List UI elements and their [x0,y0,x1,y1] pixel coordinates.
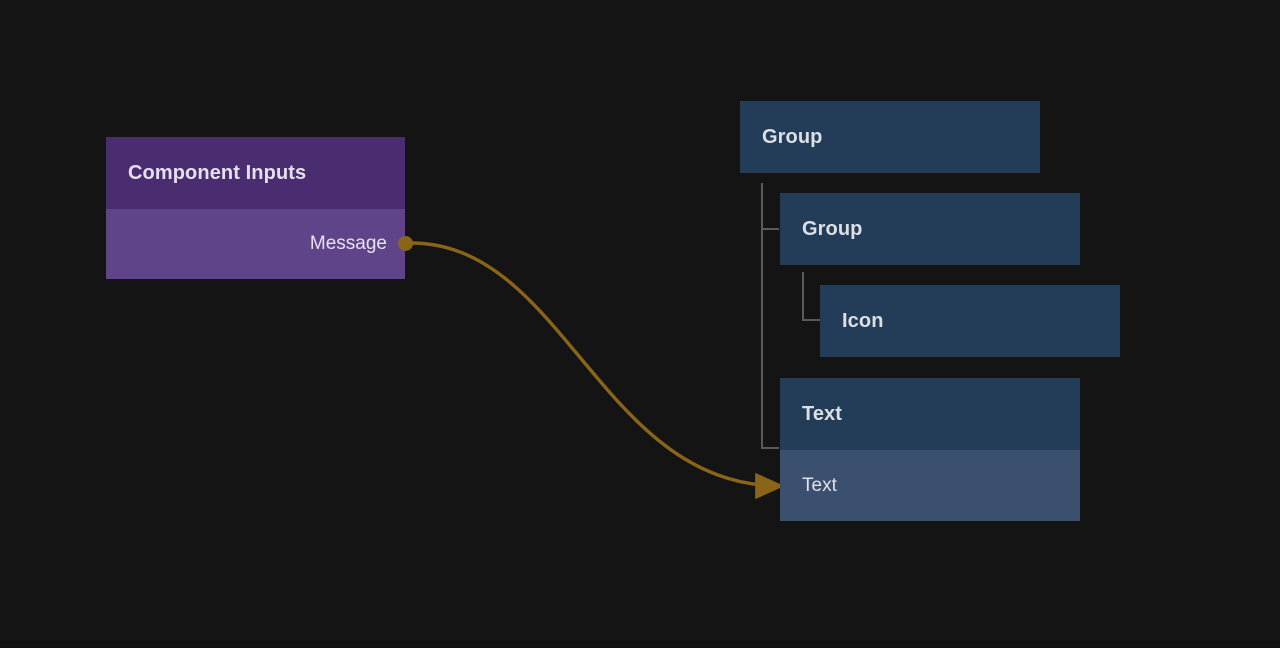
canvas-bottom-band [0,641,1280,648]
tree-trunk-group-outer [761,183,763,449]
node-group-outer[interactable]: Group [740,101,1040,173]
node-group-inner-title: Group [780,193,1080,265]
tree-branch-icon [802,319,820,321]
input-port-text-label: Text [802,474,837,496]
tree-branch-text [761,447,779,449]
output-port-message-label: Message [309,233,387,254]
node-group-inner[interactable]: Group [780,193,1080,265]
node-text-title: Text [780,378,1080,450]
tree-branch-group-inner [761,228,779,230]
tree-trunk-group-inner [802,272,804,321]
output-port-message-dot[interactable] [398,236,413,251]
input-port-text-row[interactable]: Text [780,450,1080,521]
edge-message-to-text [409,241,785,500]
output-port-message-row[interactable]: Message [106,209,405,279]
node-icon-title: Icon [820,285,1120,357]
node-component-inputs[interactable]: Component Inputs Message [106,137,405,279]
node-icon[interactable]: Icon [820,285,1120,357]
node-text[interactable]: Text Text [780,378,1080,521]
node-component-inputs-title: Component Inputs [106,137,405,209]
node-group-outer-title: Group [740,101,1040,173]
